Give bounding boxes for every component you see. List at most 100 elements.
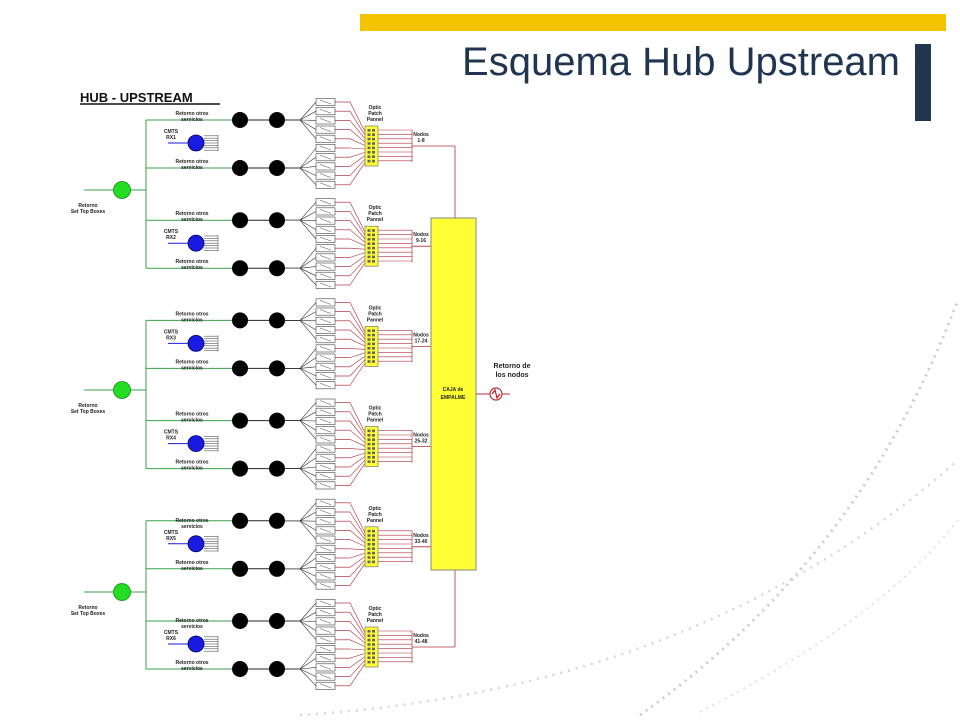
node-return-icon — [491, 388, 501, 400]
nodos-range-label: 33-40 — [415, 539, 428, 545]
connector-mark — [319, 574, 332, 579]
patch-converge-line — [349, 362, 366, 386]
connector-mark — [319, 628, 332, 633]
patch-label-1: Optic — [369, 205, 382, 211]
patch-label-3: Pannel — [367, 317, 384, 323]
fan-line — [299, 167, 317, 176]
patch-port — [372, 255, 375, 259]
patch-label-1: Optic — [369, 406, 382, 412]
retorno-otros-label-2: servicios — [181, 566, 203, 572]
connector-mark — [319, 483, 332, 488]
retorno-otros-label-1: Retorno otros — [175, 159, 208, 165]
patch-port — [367, 660, 371, 664]
patch-port — [372, 242, 375, 245]
patch-label-2: Patch — [368, 612, 382, 618]
patch-port — [372, 429, 375, 433]
patch-port — [367, 538, 371, 542]
fan-line — [299, 548, 317, 569]
fan-line — [299, 366, 317, 369]
splitter-b — [269, 560, 285, 577]
patch-converge-line — [349, 459, 366, 477]
retorno-otros-label-2: servicios — [181, 217, 203, 223]
patch-port — [367, 551, 371, 555]
patch-port — [372, 438, 375, 441]
patch-port — [372, 529, 375, 533]
fan-line — [299, 119, 317, 139]
patch-port — [372, 133, 375, 136]
retorno-otros-label-2: servicios — [181, 265, 203, 271]
patch-port — [372, 543, 375, 546]
patch-label-2: Patch — [368, 512, 382, 518]
patch-port — [367, 229, 371, 232]
connector-mark — [319, 583, 332, 588]
fan-line — [299, 502, 317, 521]
connection-lines — [84, 101, 456, 687]
patch-port — [367, 556, 371, 559]
cmts-node — [187, 234, 205, 252]
splitter-a — [232, 312, 248, 329]
patch-port — [367, 133, 371, 136]
splitter-b — [269, 412, 285, 429]
patch-port — [372, 246, 375, 250]
connector-mark — [319, 609, 332, 615]
cmts-rx-label: RX2 — [166, 235, 176, 241]
patch-port — [367, 560, 371, 564]
patch-label-2: Patch — [368, 111, 382, 117]
patch-converge-line — [349, 238, 366, 247]
patch-converge-line — [349, 138, 366, 146]
retorno-otros-label-2: servicios — [181, 466, 203, 472]
patch-converge-line — [349, 262, 366, 286]
fan-line — [299, 202, 317, 221]
fan-line — [299, 511, 317, 522]
patch-converge-line — [349, 439, 366, 447]
patch-port — [367, 246, 371, 250]
fan-line — [299, 368, 317, 377]
patch-port — [367, 456, 371, 459]
splitter-b — [269, 360, 285, 377]
patch-converge-line — [349, 656, 366, 668]
retorno-otros-label-1: Retorno otros — [175, 359, 208, 365]
patch-port — [372, 442, 375, 446]
connector-mark — [319, 382, 332, 388]
patch-label-2: Patch — [368, 412, 382, 418]
retorno-otros-label-1: Retorno otros — [175, 259, 208, 265]
connector-mark — [319, 500, 332, 506]
splitter-b — [269, 112, 285, 128]
nodos-label: Nodos — [413, 332, 429, 338]
patch-label-3: Pannel — [367, 618, 384, 624]
optic-patch-panel — [364, 426, 379, 467]
patch-port — [372, 142, 375, 145]
patch-converge-line — [349, 338, 366, 347]
fan-line — [299, 668, 317, 677]
splitter-a — [232, 613, 248, 629]
retorno-otros-label-1: Retorno otros — [175, 460, 208, 466]
cmts-rx-label: RX1 — [166, 135, 176, 141]
fan-line — [299, 311, 317, 321]
connector-mark — [319, 327, 332, 333]
patch-port — [367, 656, 371, 659]
patch-port — [367, 543, 371, 546]
patch-port — [372, 538, 375, 542]
retorno-otros-label-1: Retorno otros — [175, 211, 208, 217]
patch-port — [372, 560, 375, 564]
fan-line — [299, 520, 317, 531]
patch-converge-line — [349, 411, 366, 437]
set-top-label-1: Retorno — [78, 203, 97, 209]
splitter-a — [232, 160, 248, 176]
patch-converge-line — [349, 152, 366, 158]
diagram-header: HUB - UPSTREAM — [80, 90, 193, 105]
patch-port — [372, 534, 375, 537]
patch-converge-line — [349, 162, 366, 185]
fan-line — [299, 420, 317, 431]
splitter-b — [269, 460, 285, 477]
fan-line — [299, 147, 317, 169]
patch-label-3: Pannel — [367, 418, 384, 424]
patch-port — [367, 451, 371, 455]
patch-port — [367, 460, 371, 463]
patch-port — [367, 442, 371, 446]
patch-converge-line — [349, 320, 366, 340]
splitter-b — [269, 260, 285, 277]
fan-line — [299, 557, 317, 570]
patch-label-1: Optic — [369, 606, 382, 612]
